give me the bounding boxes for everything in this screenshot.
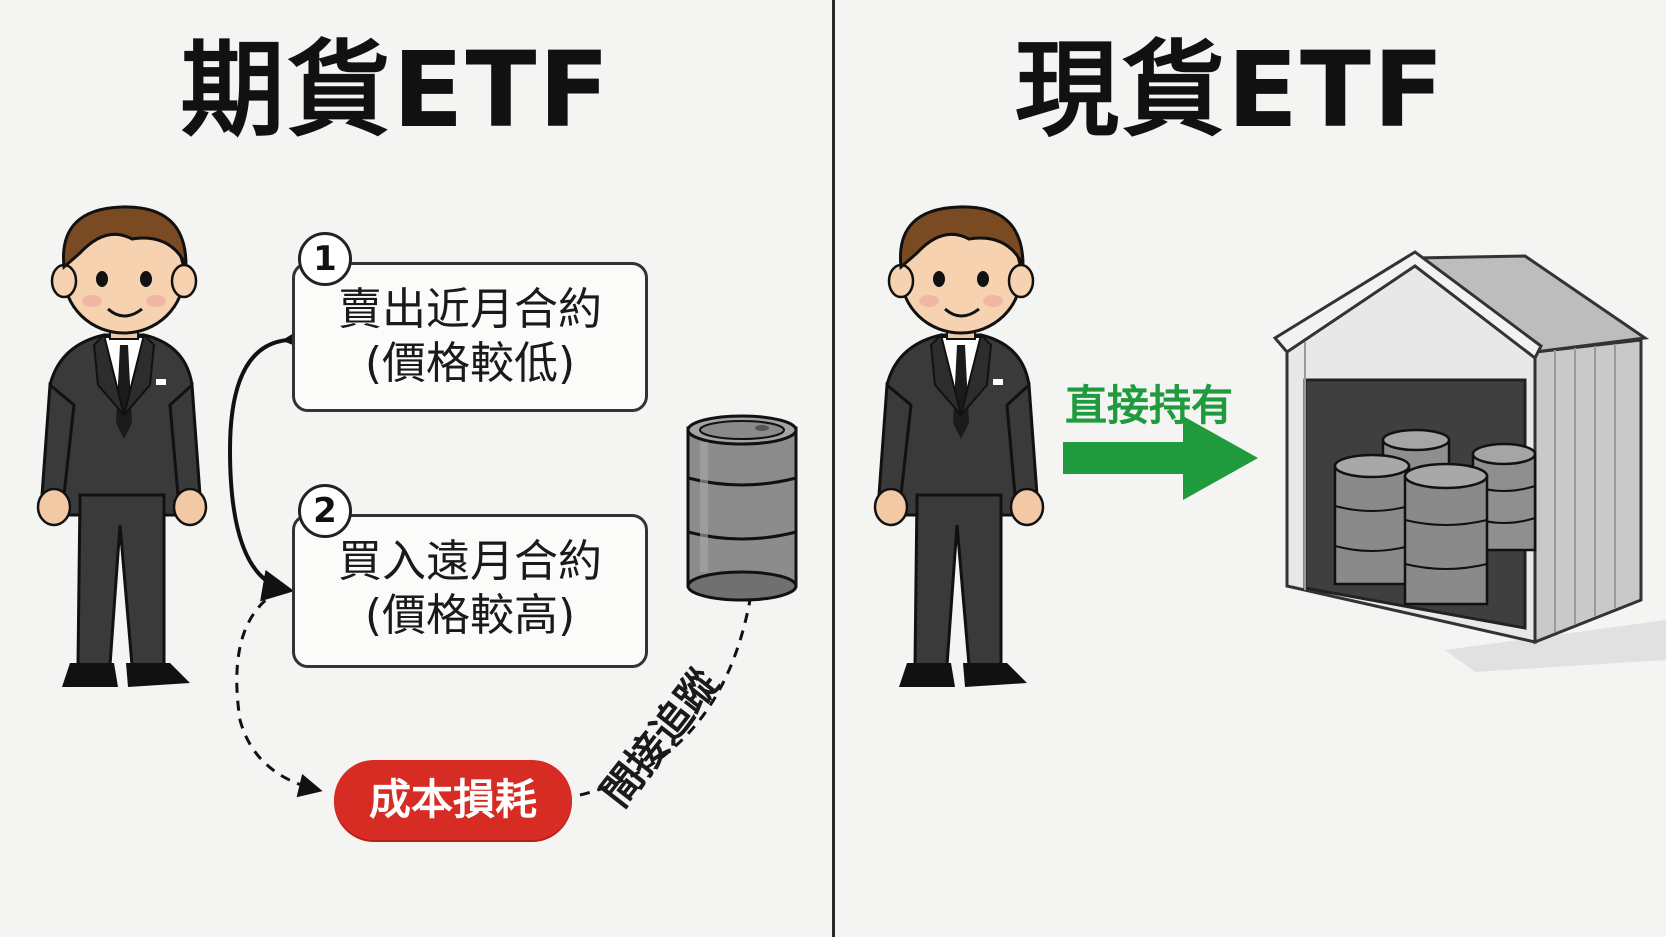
spot-etf-title: 現貨ETF — [1014, 29, 1447, 151]
step2-box: 買入遠月合約 (價格較高) — [292, 514, 648, 668]
step1-box: 賣出近月合約 (價格較低) — [292, 262, 648, 412]
step1-number-badge: 1 — [298, 232, 352, 286]
direct-hold-label: 直接持有 — [1065, 381, 1234, 430]
cost-dashed-arrow — [235, 588, 323, 798]
direct-hold-arrow — [1063, 416, 1258, 500]
tracking-dashed-line — [579, 599, 752, 797]
step2-number-badge: 2 — [298, 484, 352, 538]
step2-line1: 買入遠月合約 — [338, 536, 602, 587]
futures-etf-panel: 期貨ETF — [0, 0, 832, 937]
warehouse-icon — [1272, 250, 1666, 672]
spot-etf-panel: 現貨ETF — [835, 0, 1666, 937]
stored-barrels-icon — [1333, 428, 1537, 606]
step1-line1: 賣出近月合約 — [338, 284, 602, 335]
roll-arrow — [227, 321, 315, 602]
futures-etf-title: 期貨ETF — [180, 29, 612, 151]
step1-line2: (價格較低) — [364, 338, 576, 389]
spot-scene — [873, 205, 1666, 687]
step2-line2: (價格較高) — [364, 590, 576, 641]
cost-loss-badge: 成本損耗 — [334, 760, 572, 840]
panel-divider — [832, 0, 835, 937]
oil-barrel-icon — [686, 414, 798, 602]
businessman-figure-right — [873, 205, 1045, 687]
futures-scene — [36, 205, 798, 798]
businessman-figure-left — [36, 205, 208, 687]
